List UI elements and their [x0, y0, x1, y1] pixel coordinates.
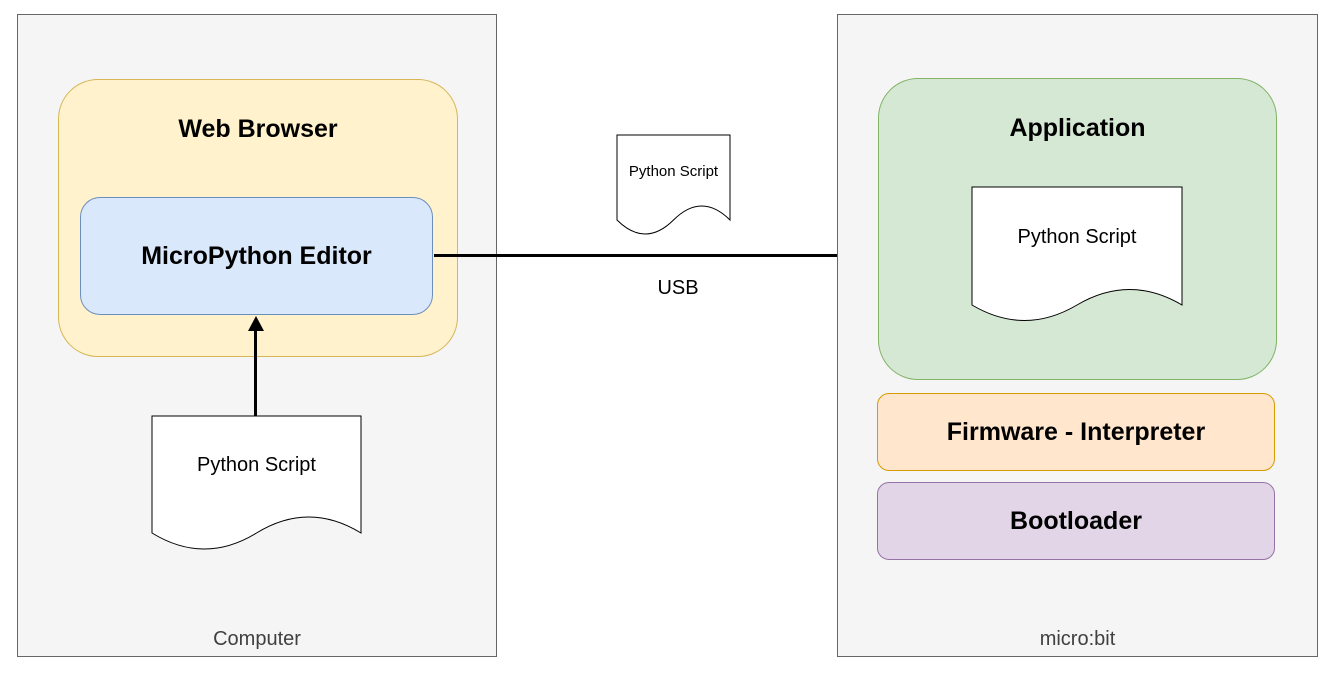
usb-label: USB [657, 277, 699, 299]
arrow-editor-to-microbit-line [434, 254, 956, 257]
microbit-container-label: micro:bit [1039, 628, 1116, 650]
web-browser-title: Web Browser [178, 115, 338, 143]
python-script-document-transfer-label: Python Script [628, 163, 719, 180]
micropython-editor-box: MicroPython Editor [80, 197, 433, 315]
bootloader-title: Bootloader [1010, 507, 1142, 535]
python-script-document-computer: Python Script [152, 416, 361, 556]
firmware-title: Firmware - Interpreter [946, 418, 1206, 446]
python-script-document-transfer: Python Script [617, 135, 730, 237]
python-script-document-microbit-label: Python Script [1017, 226, 1137, 248]
python-script-document-computer-label: Python Script [197, 454, 316, 476]
python-script-document-microbit: Python Script [972, 187, 1182, 327]
micropython-editor-title: MicroPython Editor [141, 242, 372, 270]
document-shape-icon [152, 416, 361, 556]
application-title: Application [1009, 114, 1146, 142]
arrow-script-to-editor-line [254, 330, 257, 416]
firmware-box: Firmware - Interpreter [877, 393, 1275, 471]
bootloader-box: Bootloader [877, 482, 1275, 560]
computer-container-label: Computer [213, 628, 301, 650]
document-shape-icon [617, 135, 730, 237]
arrow-script-to-editor-head-icon [248, 316, 264, 331]
document-shape-icon [972, 187, 1182, 327]
